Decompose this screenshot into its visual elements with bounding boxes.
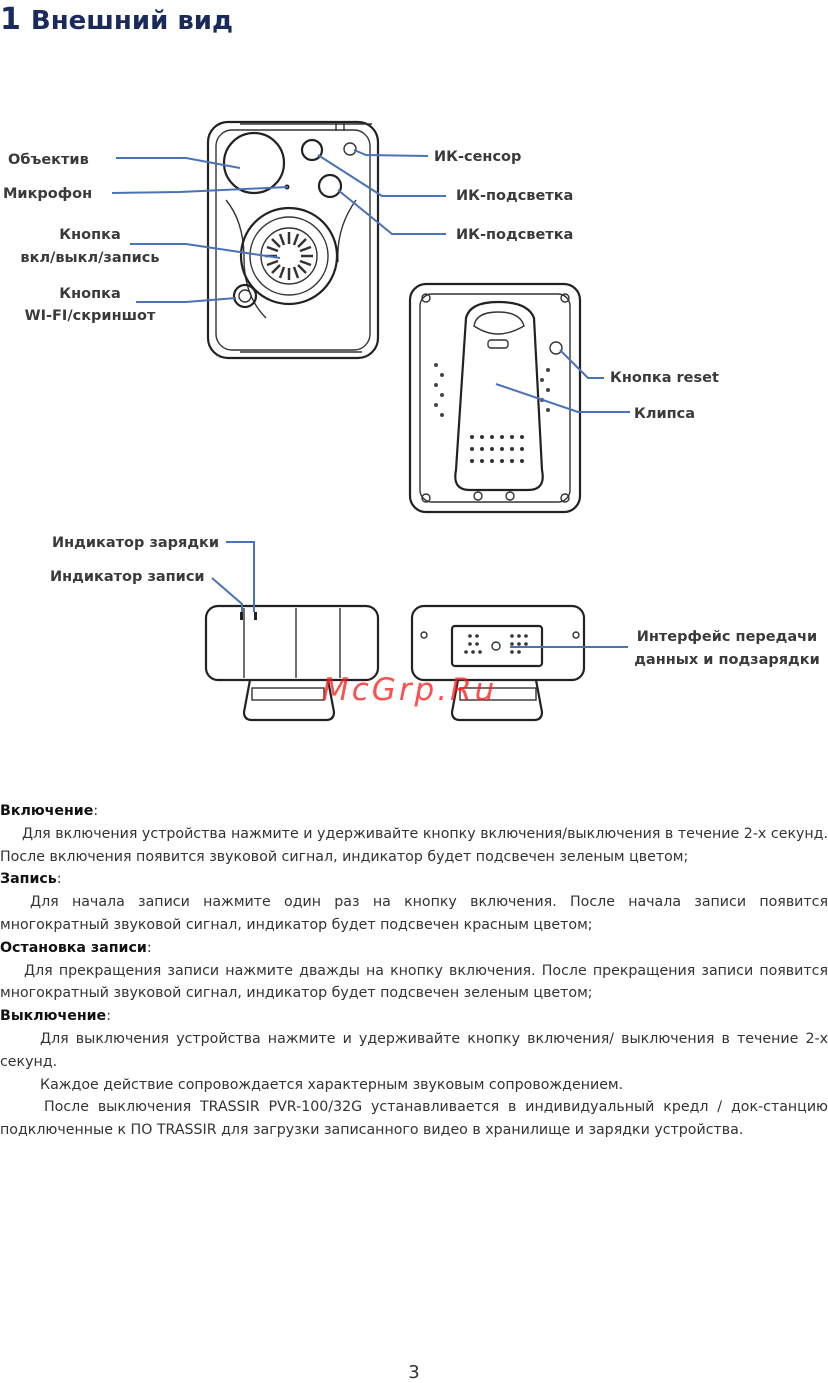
colon: : — [93, 803, 99, 819]
power-button-shape — [239, 206, 339, 306]
section-text: Для выключения устройства нажмите и удер… — [0, 1030, 828, 1070]
paragraph-dock: После выключения TRASSIR PVR-100/32G уст… — [0, 1099, 828, 1139]
leader-lines — [111, 149, 630, 648]
section-title: Запись — [0, 871, 57, 888]
section-text: Для прекращения записи нажмите дважды на… — [0, 962, 828, 1002]
section-text: Для начала записи нажмите один раз на кн… — [0, 894, 828, 933]
heading-number: 1 — [0, 2, 21, 37]
label-wifi-button-2: WI-FI/скриншот — [25, 308, 156, 324]
label-mic: Микрофон — [3, 186, 92, 202]
colon: : — [56, 871, 62, 888]
heading-title: Внешний вид — [30, 6, 234, 36]
section-title: Включение — [0, 803, 94, 819]
colon: : — [106, 1008, 111, 1025]
clip-shape — [454, 300, 544, 492]
page-number: 3 — [408, 1362, 420, 1383]
label-record-indicator: Индикатор записи — [50, 569, 205, 585]
section-title: Остановка записи — [0, 939, 147, 956]
section-text: Для включения устройства нажмите и удерж… — [0, 825, 828, 865]
paragraph-sound: Каждое действие сопровождается характерн… — [40, 1076, 624, 1093]
label-interface-1: Интерфейс передачи — [637, 629, 817, 645]
label-ir-sensor: ИК-сенсор — [434, 149, 521, 165]
section-power-on: Включение: Для включения устройства нажм… — [0, 800, 828, 868]
label-ir-light-1: ИК-подсветка — [456, 188, 573, 204]
label-ir-light-2: ИК-подсветка — [456, 227, 573, 243]
lens-shape — [222, 131, 286, 195]
device-diagram: Объектив Микрофон Кнопка вкл/выкл/запись… — [3, 120, 820, 722]
side-view — [204, 604, 380, 722]
section-title: Выключение — [0, 1008, 107, 1025]
page-heading: 1 Внешний вид — [0, 2, 233, 37]
label-wifi-button-1: Кнопка — [59, 286, 120, 302]
label-power-button-2: вкл/выкл/запись — [20, 250, 159, 266]
colon: : — [146, 939, 152, 956]
label-interface-2: данных и подзарядки — [634, 652, 820, 668]
label-reset-button: Кнопка reset — [610, 370, 719, 386]
label-charge-indicator: Индикатор зарядки — [52, 535, 219, 551]
label-lens: Объектив — [8, 152, 89, 168]
label-clip: Клипса — [634, 406, 695, 422]
section-stop-record: Остановка записи: Для прекращения записи… — [0, 937, 828, 1005]
label-power-button-1: Кнопка — [59, 227, 120, 243]
back-view — [408, 282, 582, 514]
section-record: Запись: Для начала записи нажмите один р… — [0, 868, 828, 936]
watermark: McGrp.Ru — [322, 672, 497, 708]
instructions: Включение: Для включения устройства нажм… — [0, 800, 828, 1142]
front-view — [206, 120, 380, 360]
section-power-off: Выключение: Для выключения устройства на… — [0, 1005, 828, 1073]
